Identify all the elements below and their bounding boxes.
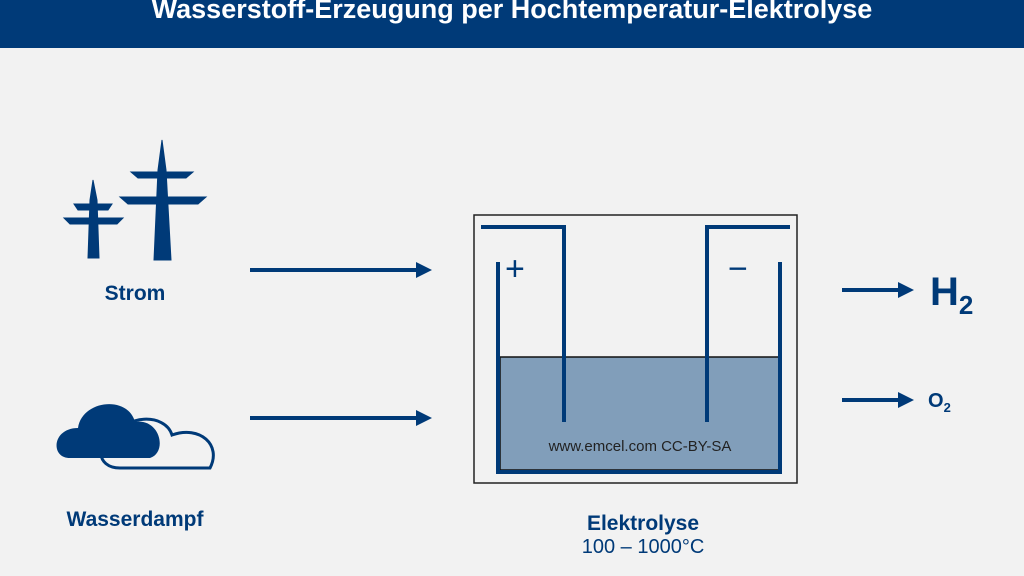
page-title: Wasserstoff-Erzeugung per Hochtemperatur… [151, 0, 873, 24]
h2-label: H2 [930, 270, 973, 321]
credit: www.emcel.com CC-BY-SA [548, 438, 732, 455]
header-bar: Wasserstoff-Erzeugung per Hochtemperatur… [0, 0, 1024, 48]
label-strom: Strom [104, 282, 166, 305]
o2-symbol: O [928, 390, 944, 412]
temperature: 100 – 1000°C [581, 536, 705, 558]
vessel [496, 262, 782, 474]
cathode-sign: − [728, 250, 748, 288]
h2-subscript: 2 [958, 290, 974, 320]
h2-symbol: H [930, 270, 959, 314]
o2-subscript: 2 [943, 400, 951, 415]
o2-label: O2 [928, 390, 951, 415]
anode [481, 225, 566, 422]
anode-sign: + [505, 250, 525, 288]
cell-name: Elektrolyse [586, 512, 700, 535]
steam-cloud-icon [56, 404, 215, 470]
label-wasserdampf: Wasserdampf [66, 508, 204, 531]
power-pylon-icon [62, 139, 208, 261]
cathode [705, 225, 790, 422]
cell-frame [473, 214, 798, 484]
